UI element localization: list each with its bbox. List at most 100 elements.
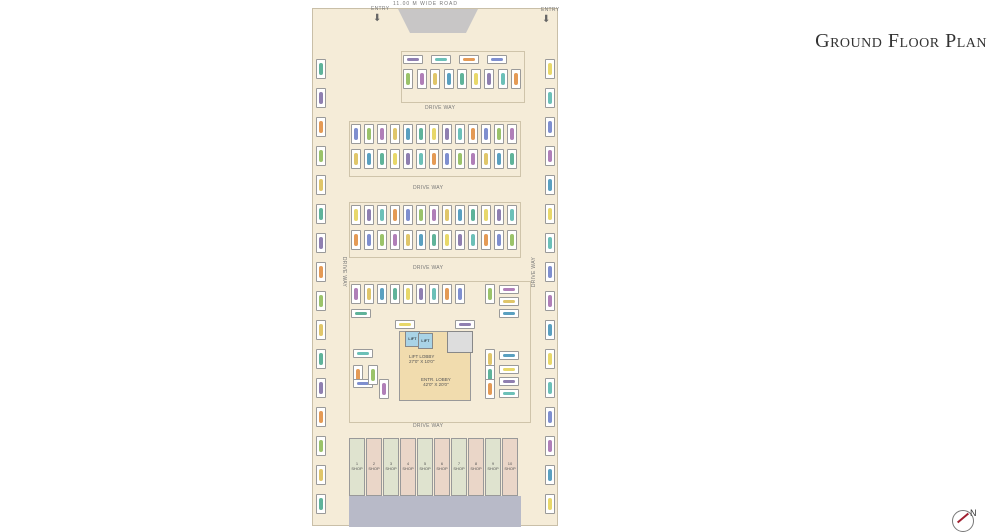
lift-lobby-label: LIFT LOBBY 27'0" X 10'0" bbox=[409, 354, 434, 364]
parking-car-icon bbox=[416, 69, 427, 89]
parking-car-icon bbox=[455, 320, 475, 329]
shop-number: 1 bbox=[355, 461, 359, 466]
shop-label: SHOP bbox=[487, 466, 499, 471]
parking-car-icon bbox=[368, 365, 378, 385]
shop-number: 2 bbox=[372, 461, 376, 466]
parking-car-icon bbox=[364, 205, 374, 225]
parking-car-icon bbox=[545, 436, 555, 456]
parking-car-icon bbox=[442, 284, 452, 304]
parking-car-icon bbox=[545, 204, 555, 224]
parking-car-icon bbox=[316, 88, 326, 108]
parking-car-icon bbox=[390, 149, 400, 169]
parking-car-icon bbox=[545, 407, 555, 427]
parking-car-icon bbox=[316, 117, 326, 137]
shop-number: 7 bbox=[457, 461, 461, 466]
parking-car-icon bbox=[351, 205, 361, 225]
parking-car-icon bbox=[403, 205, 413, 225]
parking-car-icon bbox=[316, 233, 326, 253]
parking-car-icon bbox=[364, 124, 374, 144]
driveway-label: DRIVE WAY bbox=[413, 423, 444, 429]
parking-car-icon bbox=[377, 284, 387, 304]
parking-car-icon bbox=[455, 205, 465, 225]
parking-car-icon bbox=[545, 494, 555, 514]
driveway-label-right: DRIVE WAY bbox=[531, 256, 538, 288]
parking-car-icon bbox=[429, 124, 439, 144]
entry-drop-off bbox=[398, 9, 478, 33]
lift-label: LIFT bbox=[421, 338, 430, 343]
parking-car-icon bbox=[499, 285, 519, 294]
parking-car-icon bbox=[316, 436, 326, 456]
parking-car-icon bbox=[499, 365, 519, 374]
parking-car-icon bbox=[499, 351, 519, 360]
parking-car-icon bbox=[316, 175, 326, 195]
shop-number: 3 bbox=[389, 461, 393, 466]
parking-car-icon bbox=[507, 205, 517, 225]
parking-car-icon bbox=[403, 284, 413, 304]
north-label: N bbox=[970, 508, 977, 518]
parking-car-icon bbox=[316, 378, 326, 398]
parking-car-icon bbox=[377, 124, 387, 144]
parking-car-icon bbox=[364, 230, 374, 250]
parking-car-icon bbox=[316, 146, 326, 166]
parking-car-icon bbox=[429, 149, 439, 169]
parking-car-icon bbox=[316, 204, 326, 224]
parking-car-icon bbox=[316, 494, 326, 514]
shop-label: SHOP bbox=[402, 466, 414, 471]
parking-car-icon bbox=[455, 124, 465, 144]
parking-car-icon bbox=[390, 205, 400, 225]
parking-car-icon bbox=[442, 230, 452, 250]
parking-car-icon bbox=[351, 124, 361, 144]
parking-car-icon bbox=[351, 230, 361, 250]
parking-car-icon bbox=[545, 233, 555, 253]
parking-car-icon bbox=[390, 124, 400, 144]
page-title: Ground Floor Plan bbox=[815, 30, 987, 52]
parking-car-icon bbox=[403, 55, 423, 64]
parking-car-icon bbox=[487, 55, 507, 64]
shop-label: SHOP bbox=[419, 466, 431, 471]
parking-car-icon bbox=[481, 124, 491, 144]
parking-car-icon bbox=[429, 230, 439, 250]
parking-car-icon bbox=[416, 205, 426, 225]
shop-number: 6 bbox=[440, 461, 444, 466]
parking-car-icon bbox=[442, 205, 452, 225]
parking-car-icon bbox=[430, 69, 440, 89]
parking-car-icon bbox=[351, 309, 371, 318]
parking-car-icon bbox=[431, 55, 451, 64]
entry-arrow-right-icon: ⬇ bbox=[542, 14, 551, 25]
parking-car-icon bbox=[494, 149, 504, 169]
parking-car-icon bbox=[545, 378, 555, 398]
parking-car-icon bbox=[494, 124, 504, 144]
shop-label: SHOP bbox=[351, 466, 363, 471]
lift-label: LIFT bbox=[408, 336, 417, 341]
parking-car-icon bbox=[390, 284, 400, 304]
parking-car-icon bbox=[545, 262, 555, 282]
shop-label: SHOP bbox=[385, 466, 397, 471]
parking-car-icon bbox=[443, 69, 454, 89]
parking-car-icon bbox=[459, 55, 479, 64]
entry-arrow-left-icon: ⬇ bbox=[373, 13, 382, 24]
parking-car-icon bbox=[468, 124, 478, 144]
shop-label: SHOP bbox=[436, 466, 448, 471]
driveway-label: DRIVE WAY bbox=[413, 265, 444, 271]
lift-right: LIFT bbox=[418, 333, 433, 349]
parking-car-icon bbox=[494, 230, 504, 250]
parking-car-icon bbox=[484, 69, 494, 89]
lift-lobby-name: LIFT LOBBY bbox=[409, 354, 435, 359]
lift-lobby-size: 27'0" X 10'0" bbox=[409, 359, 435, 364]
parking-car-icon bbox=[545, 349, 555, 369]
parking-car-icon bbox=[353, 349, 373, 358]
entry-label-left: ENTRY bbox=[371, 6, 390, 12]
parking-car-icon bbox=[507, 230, 517, 250]
parking-car-icon bbox=[499, 297, 519, 306]
shop-label: SHOP bbox=[470, 466, 482, 471]
parking-car-icon bbox=[316, 407, 326, 427]
parking-block-1 bbox=[349, 121, 521, 177]
parking-car-icon bbox=[481, 230, 491, 250]
parking-car-icon bbox=[545, 146, 555, 166]
